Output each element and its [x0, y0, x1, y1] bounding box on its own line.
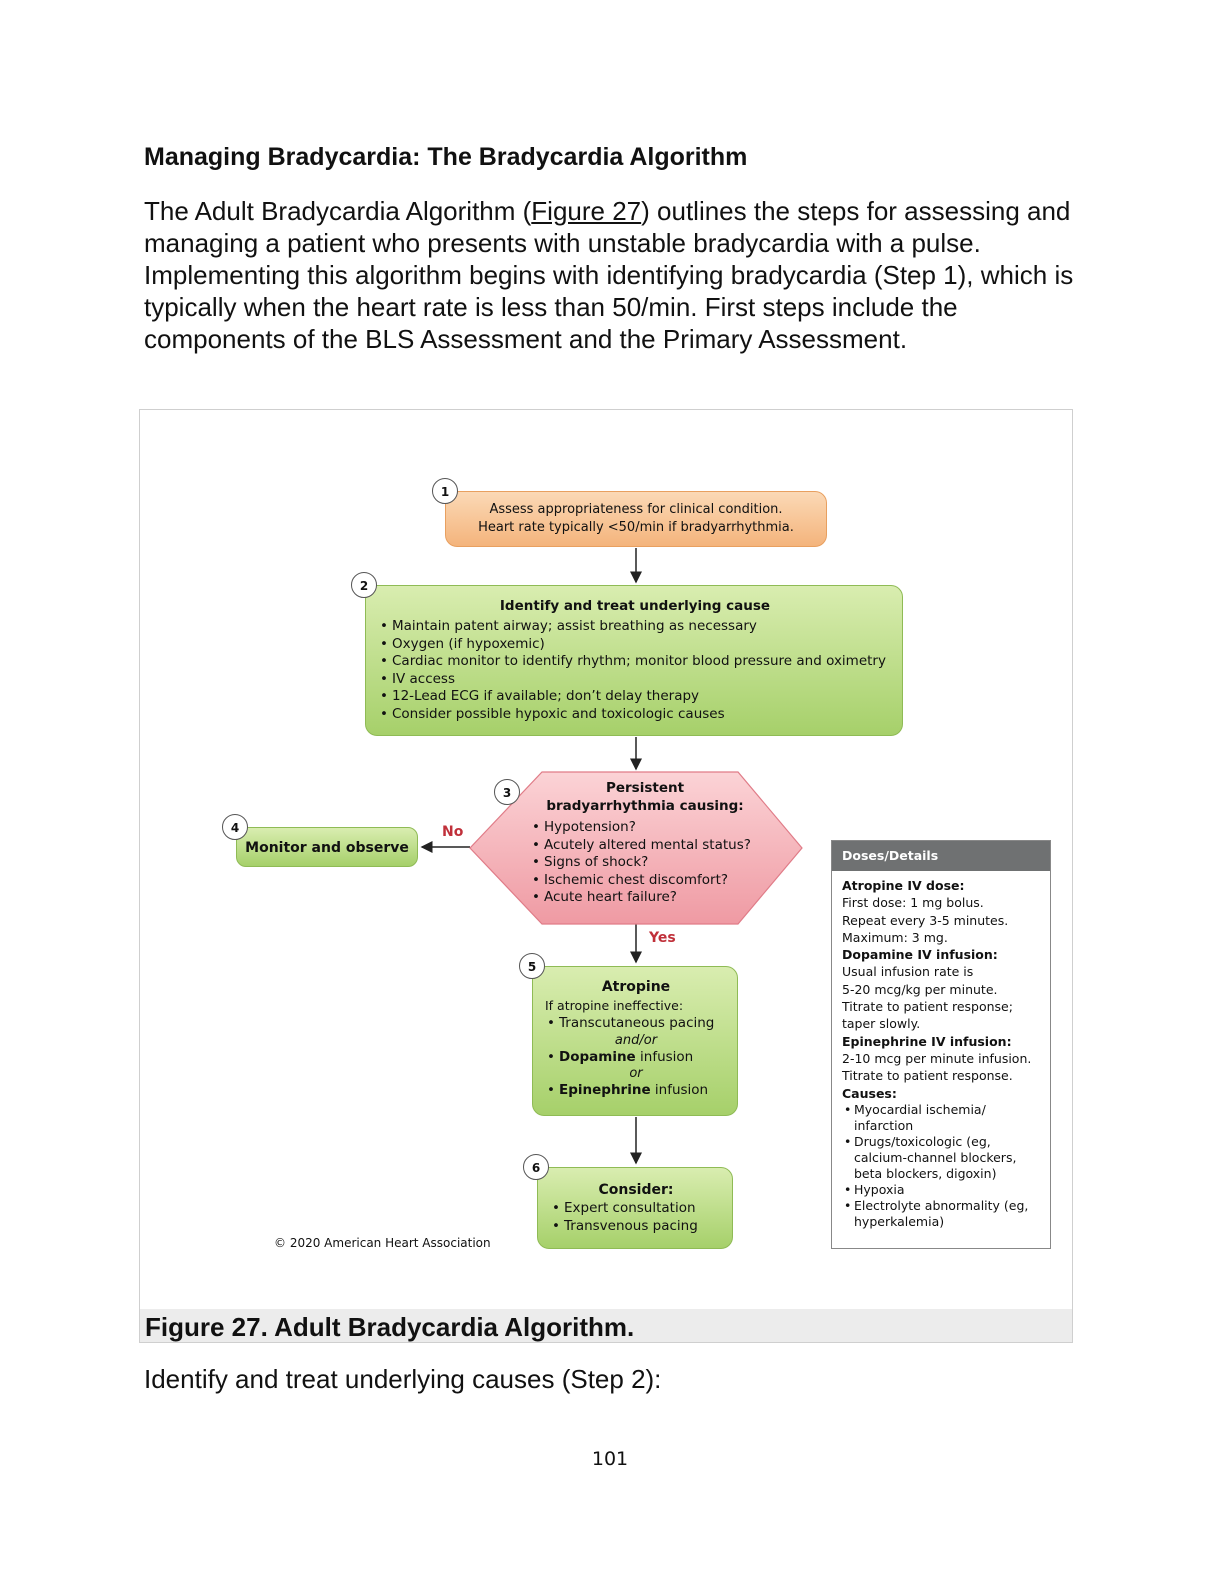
section-heading: Managing Bradycardia: The Bradycardia Al…	[144, 143, 748, 171]
step-2-item: Cardiac monitor to identify rhythm; moni…	[378, 653, 892, 671]
step-5-subtitle: If atropine ineffective:	[545, 998, 684, 1013]
dopamine-line: Usual infusion rate is	[842, 964, 974, 980]
intro-paragraph: The Adult Bradycardia Algorithm (Figure …	[144, 195, 1084, 355]
step-2-item: Maintain patent airway; assist breathing…	[378, 618, 892, 636]
atropine-dose-line: First dose: 1 mg bolus.	[842, 895, 984, 911]
step-1-number: 1	[432, 478, 458, 504]
step-2-number: 2	[351, 572, 377, 598]
step-2-item: Oxygen (if hypoxemic)	[378, 636, 892, 654]
step-1-line-1: Assess appropriateness for clinical cond…	[489, 502, 783, 517]
causes-list: Myocardial ischemia/ infarction Drugs/to…	[842, 1102, 1042, 1230]
yes-label: Yes	[649, 930, 676, 946]
atropine-dose-line: Repeat every 3-5 minutes.	[842, 912, 1009, 928]
step-5-item-pacing: Transcutaneous pacing	[545, 1015, 727, 1033]
step-5-item-dopamine: Dopamine infusion	[545, 1049, 727, 1067]
step-2-item: IV access	[378, 671, 892, 689]
page-number: 101	[591, 1448, 629, 1470]
step-1-line-2: Heart rate typically <50/min if bradyarr…	[478, 520, 794, 535]
dopamine-infusion-heading: Dopamine IV infusion:	[842, 947, 998, 963]
step-3-title-2: bradyarrhythmia causing:	[546, 798, 744, 814]
step-5-number: 5	[519, 953, 545, 979]
epinephrine-line: 2-10 mcg per minute infusion.	[842, 1050, 1032, 1066]
step-3-item: Acutely altered mental status?	[530, 837, 760, 855]
step-6-consider-box: Consider: Expert consultation Transvenou…	[537, 1167, 733, 1249]
step-5-conjunction-or: or	[629, 1066, 643, 1081]
dopamine-infusion-text: infusion	[635, 1048, 694, 1065]
cause-item: Drugs/toxicologic (eg, calcium-channel b…	[842, 1134, 1042, 1182]
step-6-number: 6	[523, 1154, 549, 1180]
step-5-title: Atropine	[601, 979, 671, 995]
step-5-conjunction-and-or: and/or	[614, 1032, 658, 1048]
causes-heading: Causes:	[842, 1085, 897, 1101]
dopamine-label: Dopamine	[559, 1048, 636, 1065]
atropine-dose-heading: Atropine IV dose:	[842, 878, 965, 893]
step-3-title-1: Persistent	[605, 780, 685, 796]
cause-item: Myocardial ischemia/ infarction	[842, 1102, 1042, 1134]
step-3-number: 3	[494, 779, 520, 805]
step-5-item-epinephrine: Epinephrine infusion	[545, 1082, 727, 1100]
step-5-atropine-box: Atropine If atropine ineffective: Transc…	[532, 966, 738, 1116]
dopamine-line: taper slowly.	[842, 1016, 921, 1032]
step-2-identify-treat-box: Identify and treat underlying cause Main…	[365, 585, 903, 736]
step-3-decision-text: Persistent bradyarrhythmia causing: Hypo…	[530, 779, 760, 907]
epinephrine-infusion-text: infusion	[650, 1082, 709, 1098]
no-label: No	[442, 824, 464, 840]
step-2-intro-text: Identify and treat underlying causes (St…	[144, 1364, 662, 1394]
doses-header: Doses/Details	[832, 841, 1050, 871]
step-5-list: Transcutaneous pacing	[545, 1015, 727, 1033]
step-1-assess-box: Assess appropriateness for clinical cond…	[445, 491, 827, 547]
step-3-item: Hypotension?	[530, 819, 760, 837]
doses-body: Atropine IV dose: First dose: 1 mg bolus…	[832, 871, 1050, 1230]
step-5-list-3: Epinephrine infusion	[545, 1082, 727, 1100]
dopamine-line: Titrate to patient response;	[842, 999, 1013, 1015]
cause-item: Electrolyte abnormality (eg, hyperkalemi…	[842, 1198, 1042, 1230]
epinephrine-line: Titrate to patient response.	[842, 1068, 1013, 1084]
step-5-list-2: Dopamine infusion	[545, 1049, 727, 1067]
step-3-item: Ischemic chest discomfort?	[530, 872, 760, 890]
copyright-notice: © 2020 American Heart Association	[274, 1236, 491, 1250]
step-4-monitor-box: Monitor and observe	[236, 827, 418, 867]
step-6-item: Transvenous pacing	[550, 1218, 722, 1236]
step-3-list: Hypotension? Acutely altered mental stat…	[530, 819, 760, 907]
intro-text-after: ) outlines the steps for assessing and m…	[144, 196, 1074, 354]
intro-text-before: The Adult Bradycardia Algorithm (	[144, 196, 532, 226]
step-6-item: Expert consultation	[550, 1200, 722, 1218]
atropine-dose-line: Maximum: 3 mg.	[842, 929, 948, 945]
doses-details-panel: Doses/Details Atropine IV dose: First do…	[831, 840, 1051, 1249]
step-3-item: Acute heart failure?	[530, 889, 760, 907]
dopamine-line: 5-20 mcg/kg per minute.	[842, 981, 998, 997]
step-2-item: Consider possible hypoxic and toxicologi…	[378, 706, 892, 724]
cause-item: Hypoxia	[842, 1182, 1042, 1198]
step-3-item: Signs of shock?	[530, 854, 760, 872]
epinephrine-infusion-heading: Epinephrine IV infusion:	[842, 1033, 1012, 1049]
figure-caption: Figure 27. Adult Bradycardia Algorithm.	[140, 1309, 1072, 1342]
step-2-list: Maintain patent airway; assist breathing…	[378, 618, 892, 723]
step-2-title: Identify and treat underlying cause	[499, 598, 771, 614]
step-4-number: 4	[222, 814, 248, 840]
step-6-list: Expert consultation Transvenous pacing	[550, 1200, 722, 1235]
step-2-item: 12-Lead ECG if available; don’t delay th…	[378, 688, 892, 706]
figure-27-link[interactable]: Figure 27	[531, 196, 642, 226]
epinephrine-label: Epinephrine	[559, 1082, 651, 1098]
step-6-title: Consider:	[598, 1182, 674, 1198]
